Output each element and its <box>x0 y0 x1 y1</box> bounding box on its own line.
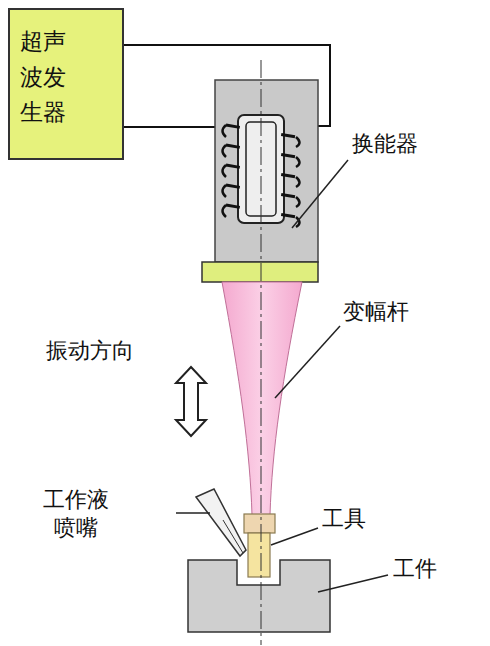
coil-turn <box>296 177 300 187</box>
tool-holder <box>244 514 275 533</box>
horn <box>222 282 302 515</box>
coil-turn <box>223 125 227 137</box>
node-text: 超声波发生器 <box>20 24 68 131</box>
direction-label: 振动方向 <box>46 337 166 365</box>
transducer-body <box>215 80 318 262</box>
coil-turn <box>223 185 227 197</box>
part-label: 变幅杆 <box>343 298 453 326</box>
nozzle-edge <box>223 520 243 553</box>
part-label: 换能器 <box>352 130 462 158</box>
coil-turn <box>296 157 300 167</box>
vibration-arrow <box>176 367 206 436</box>
centerline <box>261 60 262 645</box>
generator-box: 超声波发生器 <box>8 8 124 160</box>
nozzle <box>196 489 246 556</box>
part-label: 工件 <box>393 555 463 583</box>
coil-turn <box>223 205 227 217</box>
coil-turn <box>223 165 227 177</box>
flange <box>202 262 318 282</box>
tool <box>248 533 270 577</box>
part-label: 工作液喷嘴 <box>40 486 112 541</box>
coil-turn <box>296 197 300 207</box>
coil-turn <box>223 145 227 157</box>
part-label: 工具 <box>322 505 392 533</box>
coil-turn <box>296 137 300 147</box>
